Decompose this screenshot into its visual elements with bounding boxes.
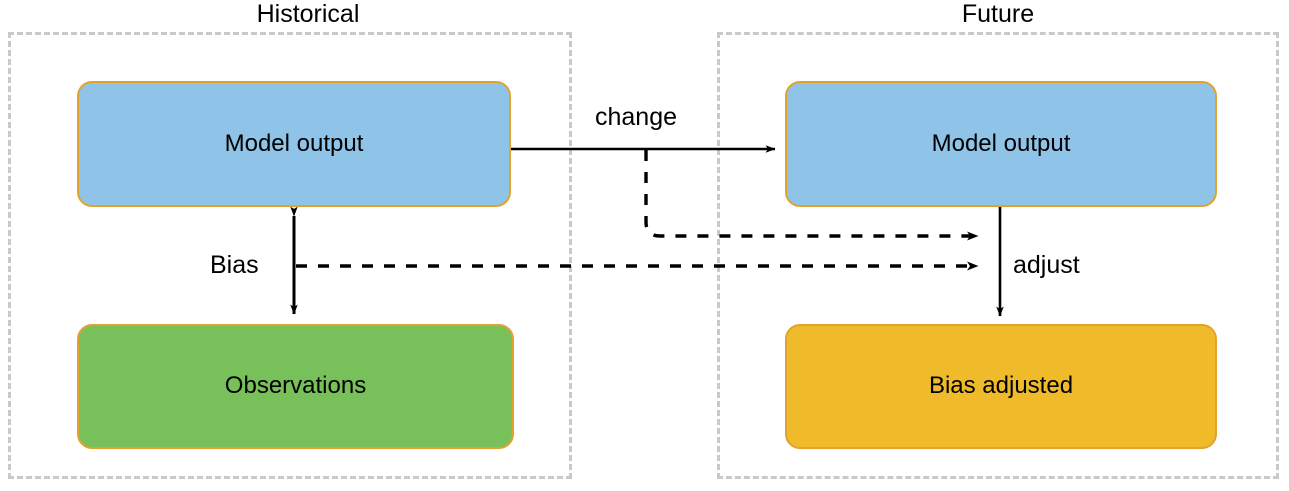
edge-label-bias: Bias: [210, 251, 259, 279]
node-future-model-output[interactable]: Model output: [785, 81, 1217, 207]
edge-label-change: change: [595, 103, 678, 131]
edge-label-adjust: adjust: [1013, 251, 1080, 279]
panel-title-future: Future: [961, 0, 1035, 28]
node-bias-adjusted[interactable]: Bias adjusted: [785, 324, 1217, 449]
node-historical-model-output[interactable]: Model output: [77, 81, 511, 207]
panel-historical: [8, 32, 572, 479]
panel-future: [717, 32, 1279, 479]
node-observations[interactable]: Observations: [77, 324, 514, 449]
node-label: Bias adjusted: [928, 372, 1074, 400]
node-label: Observations: [224, 372, 367, 400]
node-label: Model output: [931, 129, 1071, 157]
edge-change-branch-line: [644, 150, 979, 241]
node-label: Model output: [224, 129, 364, 157]
panel-title-historical: Historical: [256, 0, 360, 28]
